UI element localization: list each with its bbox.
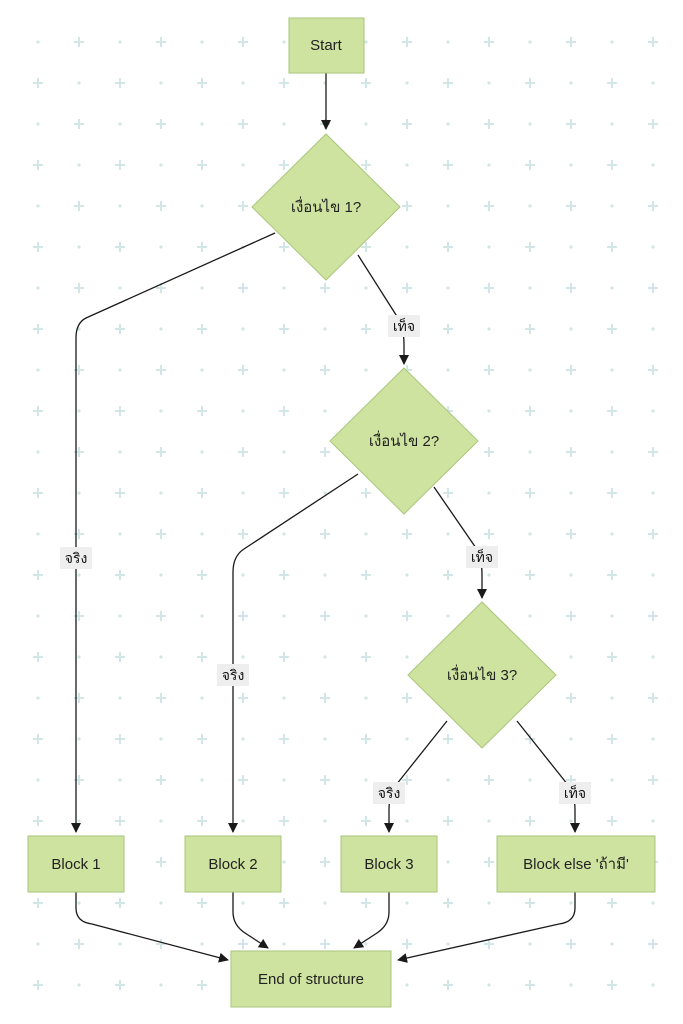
edge-label-cond2-true: จริง — [217, 664, 249, 686]
edge-cond2-to-block2 — [228, 473, 359, 833]
start-node[interactable]: Start — [288, 17, 365, 74]
edge-label-text: จริง — [65, 550, 88, 566]
edge-cond1-to-cond2 — [357, 254, 409, 365]
block-2-node[interactable]: Block 2 — [184, 835, 282, 893]
edge-cond3-to-block3 — [384, 720, 448, 833]
block-else-node[interactable]: Block else 'ถ้ามี' — [496, 835, 656, 893]
edge-block-else-to-end — [397, 892, 576, 963]
block-3-label: Block 3 — [364, 856, 413, 873]
condition-3-node[interactable]: เงื่อนไข 3? — [407, 601, 557, 749]
block-1-node[interactable]: Block 1 — [27, 835, 125, 893]
block-1-label: Block 1 — [51, 856, 100, 873]
condition-2-node[interactable]: เงื่อนไข 2? — [329, 367, 479, 515]
end-node[interactable]: End of structure — [230, 950, 392, 1008]
edge-label-cond3-false: เท็จ — [559, 782, 591, 804]
block-3-node[interactable]: Block 3 — [340, 835, 438, 893]
edge-cond2-to-cond3 — [433, 486, 487, 599]
edge-label-cond1-true: จริง — [60, 547, 92, 569]
edge-label-text: เท็จ — [471, 548, 493, 565]
edge-label-text: จริง — [222, 667, 245, 683]
edge-block2-to-end — [232, 892, 269, 949]
condition-1-label: เงื่อนไข 1? — [291, 196, 361, 216]
edge-label-cond3-true: จริง — [373, 782, 405, 804]
condition-3-label: เงื่อนไข 3? — [447, 664, 517, 684]
start-node-label: Start — [310, 37, 343, 54]
condition-1-node[interactable]: เงื่อนไข 1? — [251, 133, 401, 281]
edge-label-text: เท็จ — [564, 784, 586, 801]
condition-2-label: เงื่อนไข 2? — [369, 430, 439, 450]
edge-cond1-to-block1 — [71, 232, 276, 833]
edge-label-cond2-false: เท็จ — [466, 546, 498, 568]
edge-label-text: เท็จ — [393, 317, 415, 334]
edge-block1-to-end — [75, 892, 229, 963]
block-2-label: Block 2 — [208, 856, 257, 873]
edge-cond3-to-block-else — [516, 720, 580, 833]
edge-label-cond1-false: เท็จ — [388, 315, 420, 337]
end-node-label: End of structure — [258, 971, 364, 988]
block-else-label: Block else 'ถ้ามี' — [523, 856, 629, 873]
edge-block3-to-end — [353, 892, 390, 949]
edge-label-text: จริง — [378, 785, 401, 801]
